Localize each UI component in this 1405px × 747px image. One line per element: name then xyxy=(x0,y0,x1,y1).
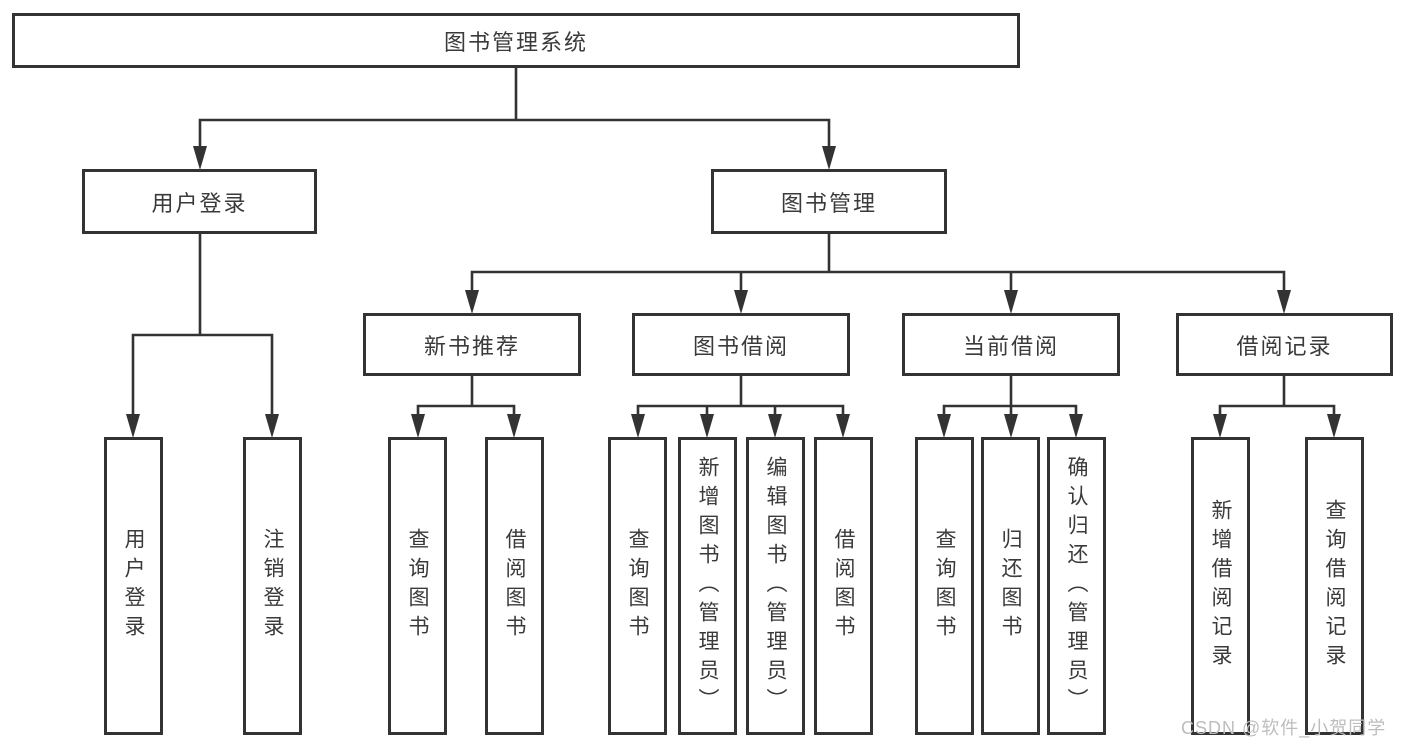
leaf-query-books-current: 查询图书 xyxy=(915,437,974,735)
leaf-logout: 注销登录 xyxy=(243,437,302,735)
leaf-confirm-return-admin: 确认归还（管理员） xyxy=(1047,437,1106,735)
leaf-add-books-admin: 新增图书（管理员） xyxy=(678,437,737,735)
arrowhead xyxy=(1004,290,1018,314)
leaf-query-books-borrow: 查询图书 xyxy=(608,437,667,735)
node-user-login: 用户登录 xyxy=(82,169,317,234)
node-book-borrow: 图书借阅 xyxy=(632,313,850,376)
leaf-user-login: 用户登录 xyxy=(104,437,163,735)
connector-current-borrow-to-children xyxy=(942,375,1078,418)
arrowhead xyxy=(734,290,748,314)
leaf-add-borrow-record: 新增借阅记录 xyxy=(1191,437,1250,735)
arrowhead xyxy=(1327,414,1341,438)
connector-book-management-to-level3 xyxy=(470,232,1286,293)
leaf-query-borrow-record: 查询借阅记录 xyxy=(1305,437,1364,735)
node-borrow-records: 借阅记录 xyxy=(1176,313,1393,376)
arrowhead xyxy=(265,414,279,438)
csdn-watermark: CSDN @软件_小贺同学 xyxy=(1181,718,1387,738)
arrowhead xyxy=(193,146,207,170)
connector-new-book-recommend-to-children xyxy=(416,375,516,418)
leaf-query-books-recommend: 查询图书 xyxy=(388,437,447,735)
arrowhead xyxy=(1277,290,1291,314)
connector-book-borrow-to-children xyxy=(636,375,845,418)
arrowhead xyxy=(631,414,645,438)
arrowheads xyxy=(126,146,1341,438)
arrowhead xyxy=(507,414,521,438)
arrowhead xyxy=(822,146,836,170)
leaf-borrow-books: 借阅图书 xyxy=(814,437,873,735)
connector-user-login-to-children xyxy=(131,232,274,418)
node-current-borrow: 当前借阅 xyxy=(902,313,1120,376)
node-library-management-system: 图书管理系统 xyxy=(12,13,1020,68)
arrowhead xyxy=(768,414,782,438)
arrowhead xyxy=(937,414,951,438)
arrowhead xyxy=(1004,414,1018,438)
arrowhead xyxy=(836,414,850,438)
connector-root-to-level2 xyxy=(198,66,831,150)
arrowhead xyxy=(411,414,425,438)
node-book-management: 图书管理 xyxy=(711,169,947,234)
arrowhead xyxy=(1069,414,1083,438)
arrowhead xyxy=(700,414,714,438)
arrowhead xyxy=(465,290,479,314)
leaf-return-books: 归还图书 xyxy=(981,437,1040,735)
leaf-borrow-books-recommend: 借阅图书 xyxy=(485,437,544,735)
connector-borrow-records-to-children xyxy=(1218,375,1336,418)
arrowhead xyxy=(126,414,140,438)
arrowhead xyxy=(1213,414,1227,438)
leaf-edit-books-admin: 编辑图书（管理员） xyxy=(746,437,805,735)
node-new-book-recommend: 新书推荐 xyxy=(363,313,581,376)
